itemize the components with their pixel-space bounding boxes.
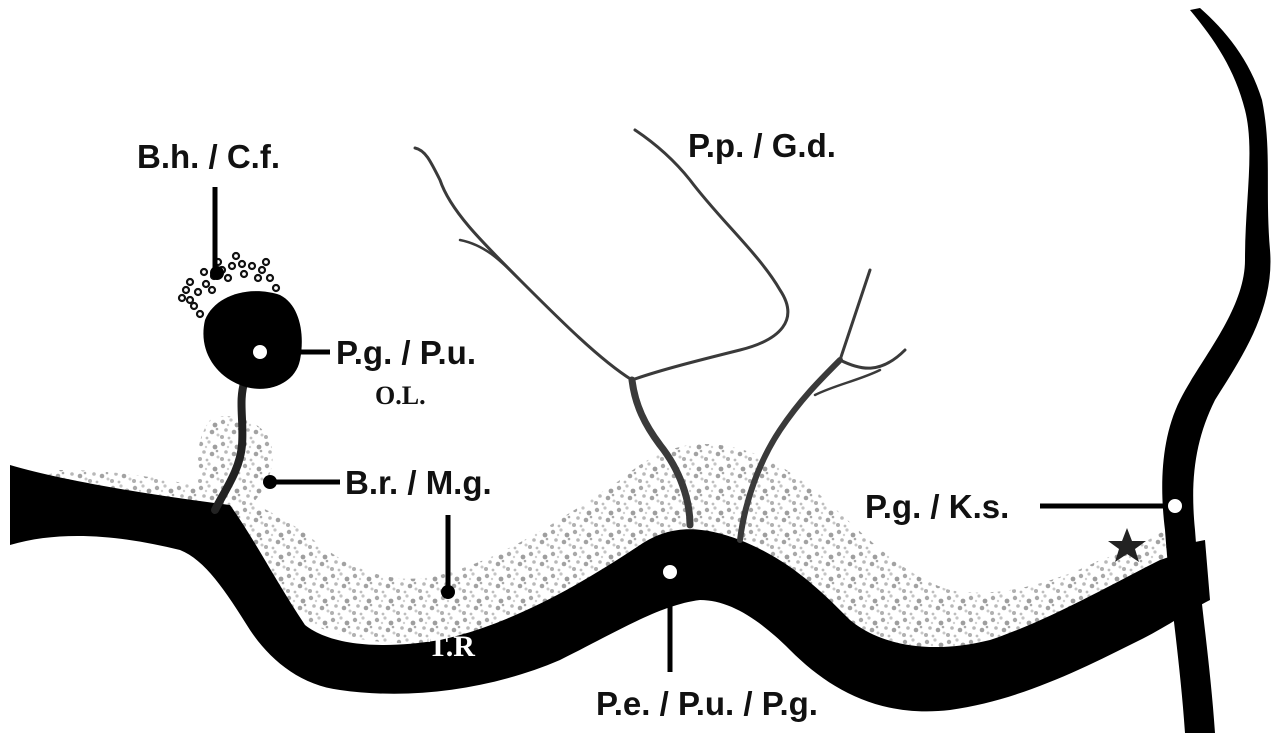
label-bh-cf: B.h. / C.f.: [137, 138, 280, 175]
lateral-root-right: [1162, 8, 1270, 733]
label-pe-pu-pg: P.e. / P.u. / P.g.: [596, 685, 818, 722]
label-pg-ks: P.g. / K.s.: [865, 488, 1009, 525]
label-pp-gd: P.p. / G.d.: [688, 127, 836, 164]
label-pg-pu: P.g. / P.u.: [336, 334, 476, 371]
label-br-mg: B.r. / M.g.: [345, 464, 492, 501]
label-ol: O.L.: [375, 381, 426, 410]
spore: [203, 291, 301, 389]
label-tr: T.R: [428, 630, 475, 663]
